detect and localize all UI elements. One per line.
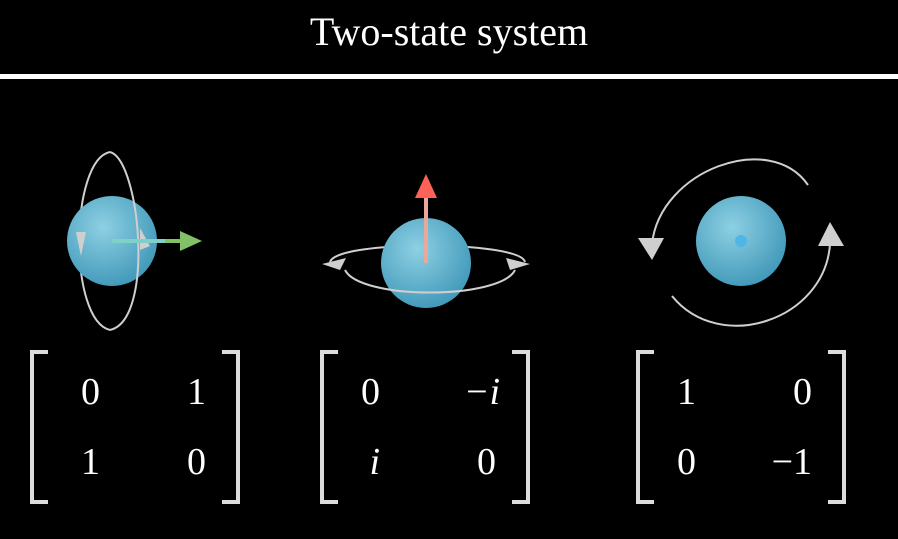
left-bracket xyxy=(30,350,48,504)
axis-dot-z xyxy=(735,235,747,247)
matrix-cell: i xyxy=(369,441,380,483)
orbit-z-top xyxy=(651,158,809,245)
matrix-sigma-x: 0 1 1 0 xyxy=(30,350,240,504)
matrix-cell: 0 xyxy=(477,441,496,483)
orbit-x-arrowhead-left xyxy=(76,232,86,256)
right-bracket xyxy=(222,350,240,504)
matrix-sigma-z: 1 0 0 −1 xyxy=(636,350,846,504)
matrix-cell: −i xyxy=(463,371,500,413)
matrix-cell: 1 xyxy=(187,371,206,413)
page-title: Two-state system xyxy=(309,9,589,54)
matrix-cell: −1 xyxy=(771,441,812,483)
matrix-cell: 0 xyxy=(361,371,380,413)
orbit-y-arrowhead-right xyxy=(506,258,530,270)
matrix-cell: 0 xyxy=(793,371,812,413)
matrix-cell: 0 xyxy=(187,441,206,483)
matrix-cell: 0 xyxy=(677,441,696,483)
spin-diagrams xyxy=(67,151,844,331)
orbit-z-bottom xyxy=(671,243,831,327)
matrix-cell: 1 xyxy=(677,371,696,413)
spin-y xyxy=(322,174,530,308)
orbit-z-arrowhead-left xyxy=(638,238,664,260)
orbit-z-arrowhead-right xyxy=(818,222,844,246)
right-bracket xyxy=(828,350,846,504)
green-arrowhead-icon xyxy=(180,231,202,251)
left-bracket xyxy=(636,350,654,504)
orbit-y-arrowhead-left xyxy=(322,258,346,270)
red-arrowhead-icon xyxy=(415,174,437,198)
matrix-cell: 1 xyxy=(81,441,100,483)
matrix-sigma-y: 0 −i i 0 xyxy=(320,350,530,504)
title-underline xyxy=(0,74,898,79)
spin-z xyxy=(638,158,844,327)
spin-x xyxy=(67,151,202,331)
left-bracket xyxy=(320,350,338,504)
right-bracket xyxy=(512,350,530,504)
orbit-y-front xyxy=(344,269,516,294)
matrix-cell: 0 xyxy=(81,371,100,413)
